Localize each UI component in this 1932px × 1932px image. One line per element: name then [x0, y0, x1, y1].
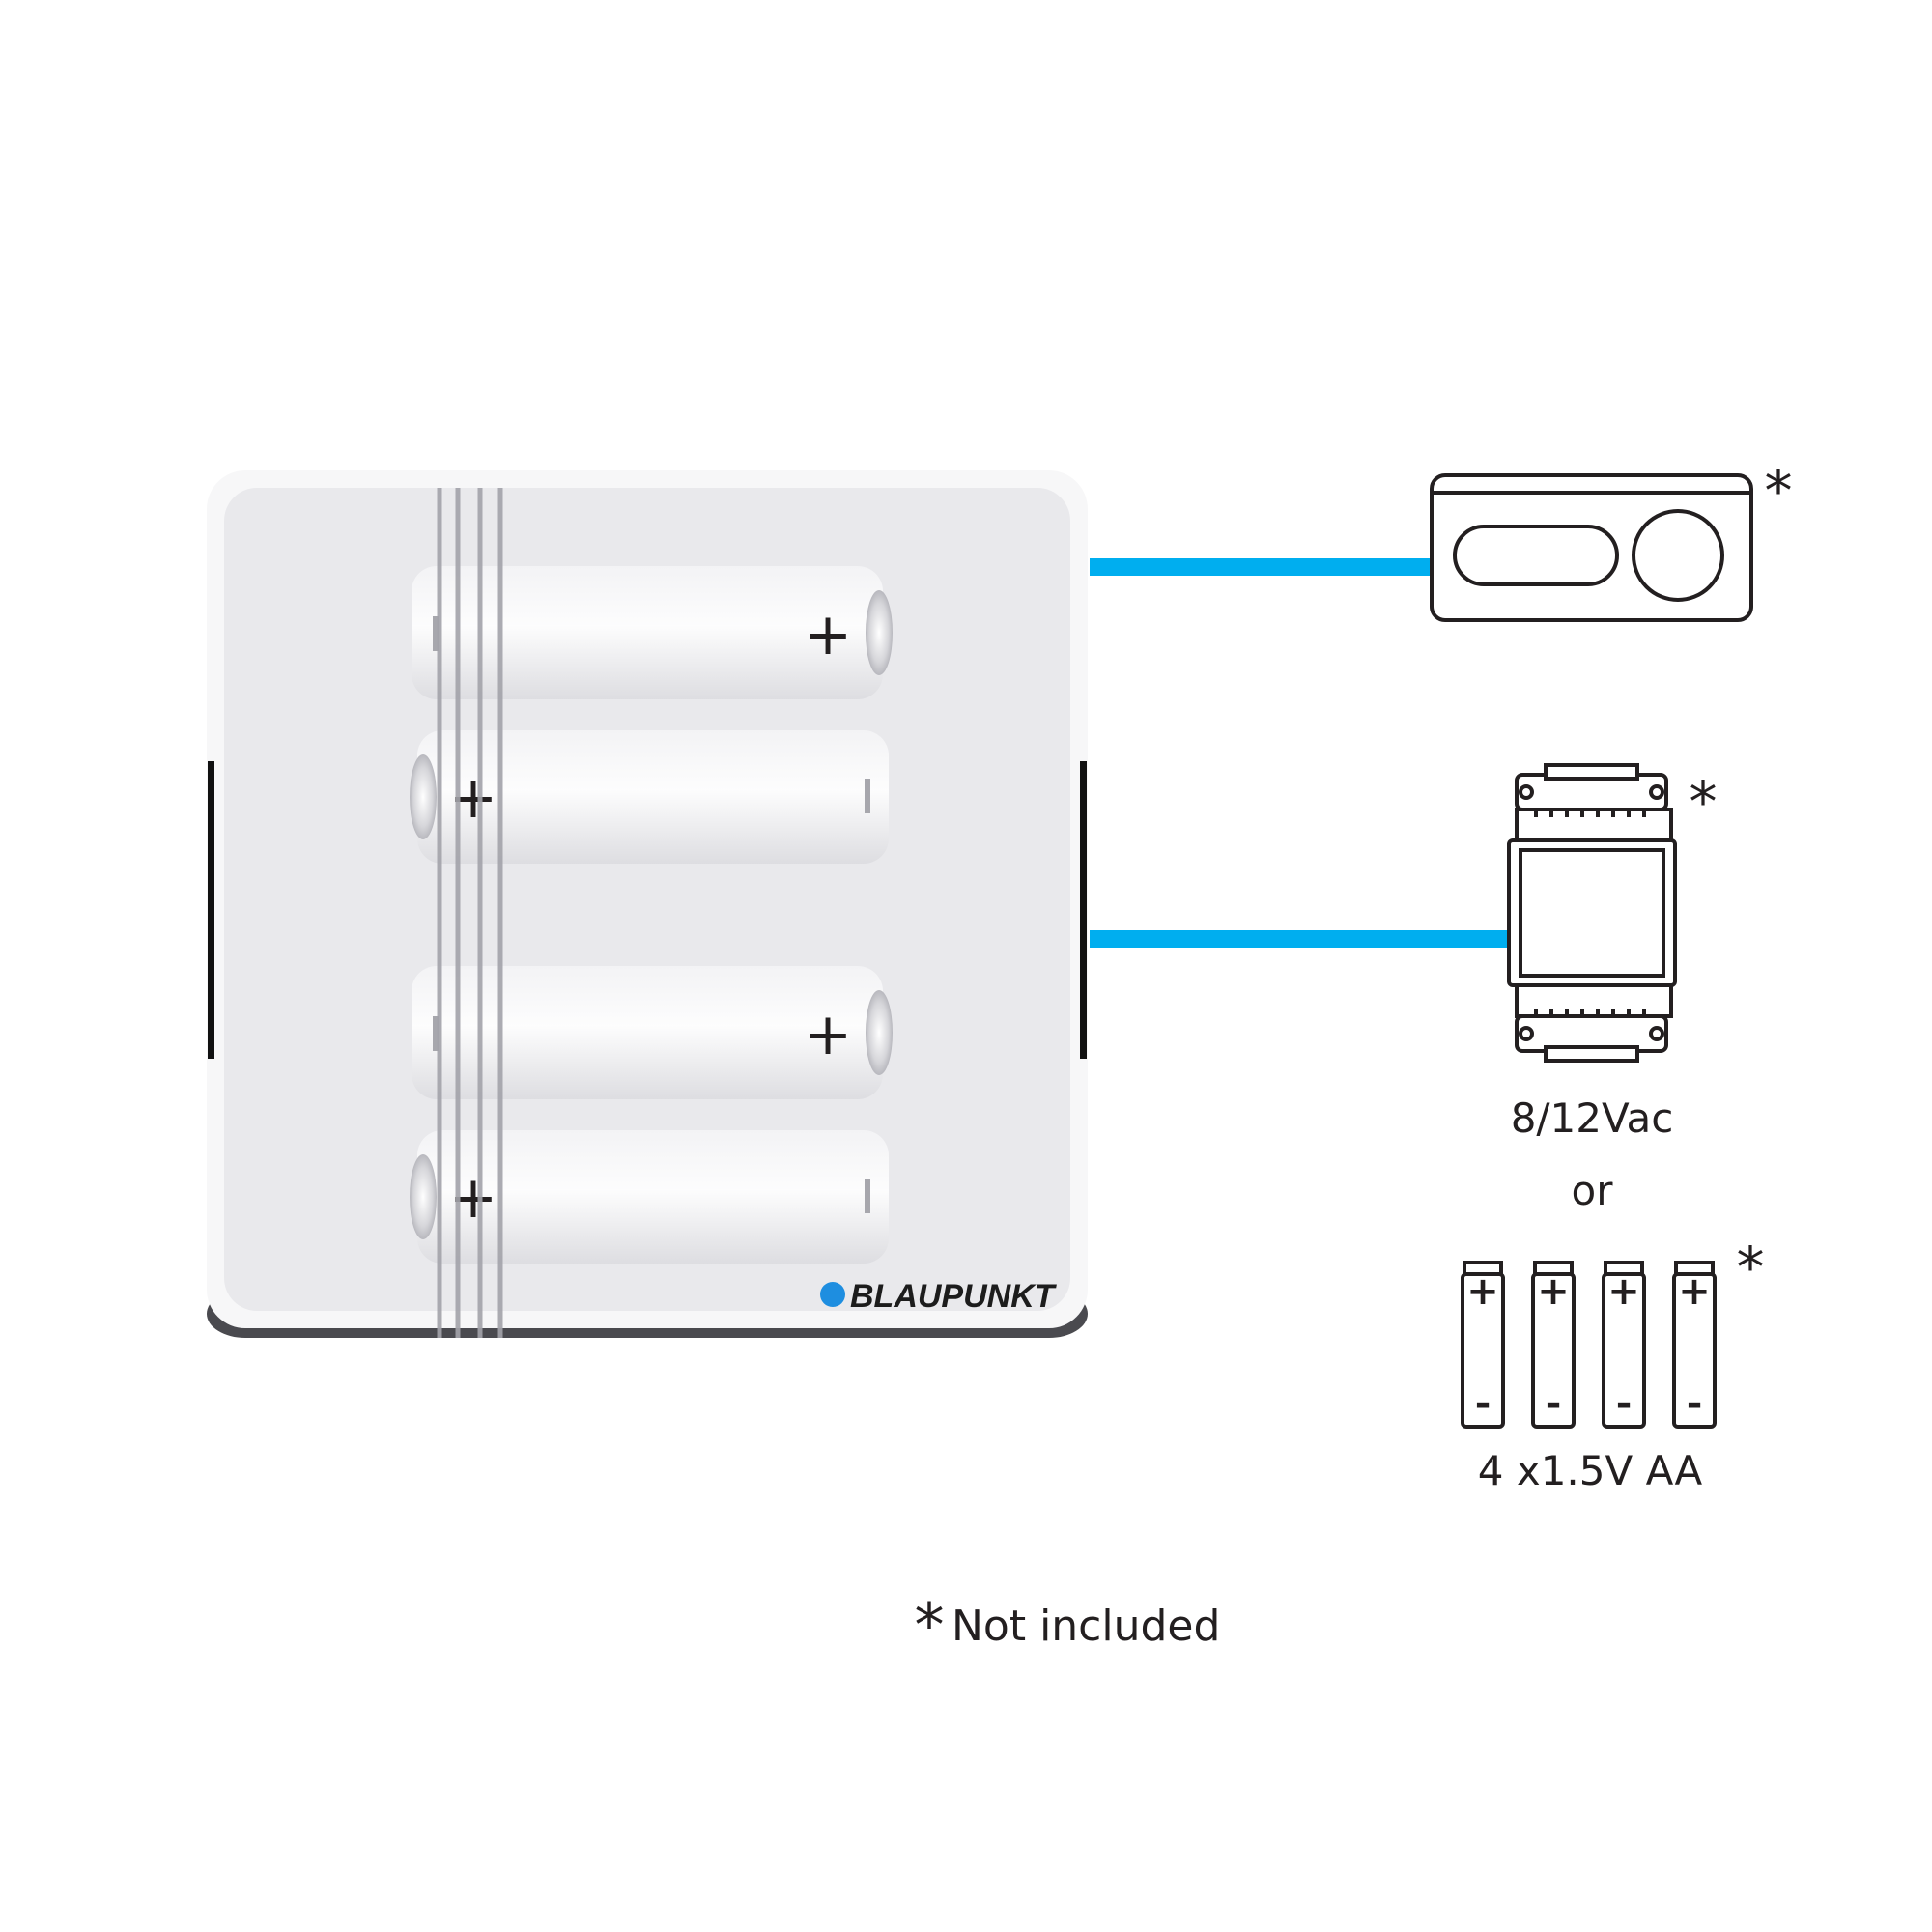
ac-voltage-label: 8/12Vac: [1511, 1094, 1674, 1142]
svg-text:-: -: [1687, 1381, 1703, 1426]
or-label: or: [1572, 1167, 1614, 1214]
device-side-clip-right: [1080, 761, 1087, 1059]
not-included-asterisk: *: [1765, 458, 1793, 524]
brand-logo-text: BLAUPUNKT: [850, 1278, 1058, 1315]
svg-text:+: +: [1678, 1269, 1711, 1314]
battery-cell-minus-mark: [865, 1179, 870, 1213]
wire-to-doorbell: [1090, 558, 1434, 576]
aa-battery-icon: + -: [1602, 1261, 1646, 1429]
device-side-clip-left: [208, 761, 214, 1059]
battery-cell-1: +: [412, 566, 893, 699]
battery-spec-label: 4 x1.5V AA: [1478, 1447, 1703, 1494]
battery-cell-minus-mark: [865, 779, 870, 813]
svg-text:-: -: [1616, 1381, 1633, 1426]
din-rail-transformer-icon: [1507, 763, 1677, 1063]
chime-device: + + + + BLAUPUNKT: [207, 470, 1088, 1338]
not-included-asterisk: *: [1690, 769, 1718, 835]
footnote-asterisk: *: [915, 1590, 945, 1661]
battery-cell-plus-mark: +: [804, 1001, 852, 1068]
svg-text:+: +: [1607, 1269, 1640, 1314]
battery-cell-minus-mark: [433, 616, 439, 651]
footnote-text: Not included: [952, 1602, 1220, 1651]
svg-text:-: -: [1475, 1381, 1492, 1426]
battery-cell-plus-mark: +: [804, 601, 852, 668]
wire-to-power-supply: [1090, 930, 1513, 948]
brand-dot-icon: [820, 1282, 845, 1307]
svg-text:+: +: [1466, 1269, 1499, 1314]
battery-cell-4: +: [410, 1130, 889, 1264]
svg-text:+: +: [1537, 1269, 1570, 1314]
aa-battery-icon: + -: [1461, 1261, 1505, 1429]
not-included-asterisk: *: [1737, 1235, 1765, 1300]
doorbell-push-button-icon: [1430, 473, 1753, 622]
battery-retainer-lines: [437, 488, 503, 1338]
battery-cell-3: +: [412, 966, 893, 1099]
aa-battery-icon: + -: [1531, 1261, 1576, 1429]
battery-cell-minus-mark: [433, 1016, 439, 1051]
aa-battery-icon: + -: [1672, 1261, 1717, 1429]
svg-text:-: -: [1546, 1381, 1562, 1426]
